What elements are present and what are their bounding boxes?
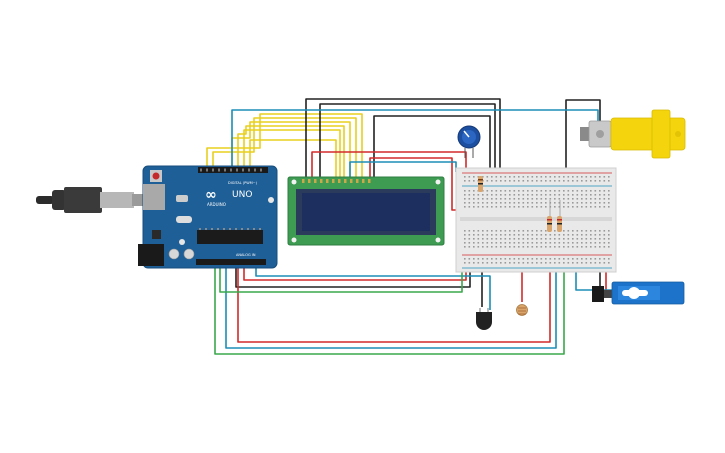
photoresistor-icon[interactable] — [516, 304, 528, 316]
arduino-logo: ∞ — [205, 187, 217, 203]
lcd-screen — [302, 193, 430, 231]
power-jack — [138, 244, 164, 266]
potentiometer-icon[interactable] — [457, 125, 481, 158]
led-leads — [549, 200, 561, 216]
microcontroller-chip — [197, 230, 263, 244]
resistor-2 — [547, 216, 552, 232]
usb-socket — [143, 184, 165, 210]
resistor-3 — [557, 216, 562, 232]
digital-header — [198, 167, 268, 173]
analog-header — [196, 259, 266, 265]
usb-cable-icon — [36, 187, 146, 213]
board-maker: ARDUINO — [207, 202, 226, 207]
signal-wires — [225, 109, 614, 349]
digital-header-label: DIGITAL (PWM~) — [228, 181, 258, 185]
lcd-display[interactable] — [287, 176, 445, 246]
dc-motor-icon[interactable] — [580, 109, 686, 159]
breadboard-holes — [464, 176, 610, 264]
resistor-1 — [478, 176, 483, 192]
analog-header-label: ANALOG IN — [236, 253, 256, 257]
arduino-uno-board[interactable]: DIGITAL (PWM~) ∞ UNO ARDUINO — [138, 165, 278, 269]
servo-icon[interactable] — [592, 281, 685, 305]
temperature-sensor-icon[interactable] — [476, 308, 492, 330]
board-model: UNO — [232, 190, 252, 200]
